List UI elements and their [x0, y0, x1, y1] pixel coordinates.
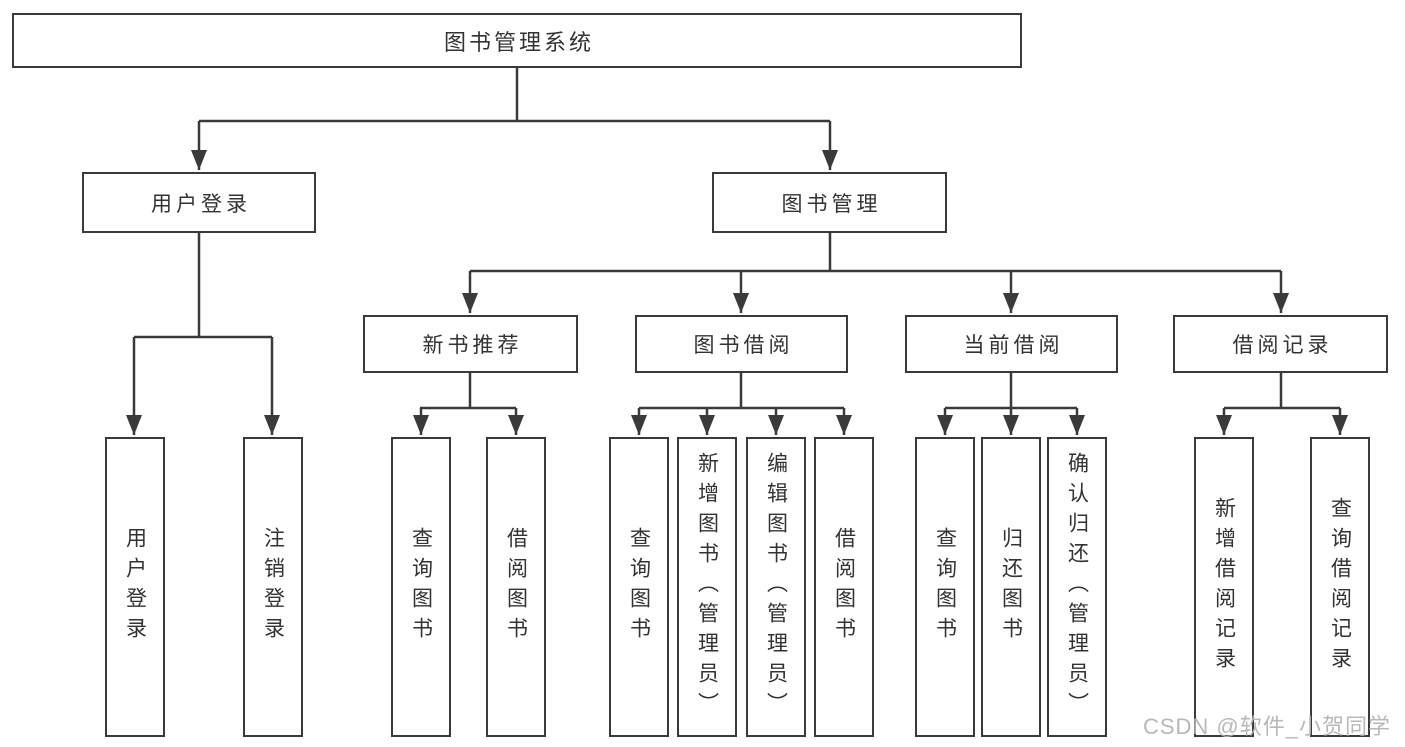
node-label: 借阅图书 [504, 527, 528, 647]
node-label: 新书推荐 [422, 334, 523, 357]
node-label: 确认归还（管理员） [1065, 452, 1089, 722]
node-label: 借阅图书 [832, 527, 856, 647]
leaf-query-books-current: 查询图书 [915, 437, 975, 737]
node-label: 用户登录 [151, 192, 251, 216]
leaf-borrow-books: 借阅图书 [814, 437, 874, 737]
node-label: 查询图书 [409, 527, 433, 647]
node-label: 新增借阅记录 [1212, 497, 1236, 677]
node-label: 新增图书（管理员） [695, 452, 719, 722]
node-label: 查询借阅记录 [1328, 497, 1352, 677]
node-user-login: 用户登录 [82, 172, 316, 233]
leaf-confirm-return-admin: 确认归还（管理员） [1047, 437, 1107, 737]
node-label: 图书管理系统 [443, 29, 594, 55]
node-label: 当前借阅 [963, 334, 1064, 357]
node-new-book-recommend: 新书推荐 [363, 315, 578, 373]
node-label: 注销登录 [261, 527, 285, 647]
leaf-query-borrow-record: 查询借阅记录 [1310, 437, 1370, 737]
leaf-add-borrow-record: 新增借阅记录 [1194, 437, 1254, 737]
leaf-add-books-admin: 新增图书（管理员） [677, 437, 737, 737]
node-label: 用户登录 [123, 527, 147, 647]
node-label: 查询图书 [933, 527, 957, 647]
leaf-user-login: 用户登录 [105, 437, 165, 737]
node-label: 借阅记录 [1232, 334, 1333, 357]
leaf-query-books-borrowing: 查询图书 [609, 437, 669, 737]
node-label: 编辑图书（管理员） [764, 452, 788, 722]
node-current-borrowing: 当前借阅 [905, 315, 1118, 373]
leaf-query-books-recommend: 查询图书 [391, 437, 451, 737]
node-borrowing-records: 借阅记录 [1173, 315, 1388, 373]
node-book-management: 图书管理 [712, 172, 947, 233]
leaf-logout: 注销登录 [243, 437, 303, 737]
node-label: 图书借阅 [693, 334, 794, 357]
leaf-return-books: 归还图书 [981, 437, 1041, 737]
node-book-borrowing: 图书借阅 [635, 315, 848, 373]
node-label: 查询图书 [627, 527, 651, 647]
node-library-management-system: 图书管理系统 [12, 13, 1022, 68]
node-label: 归还图书 [999, 527, 1023, 647]
leaf-edit-books-admin: 编辑图书（管理员） [746, 437, 806, 737]
leaf-borrow-books-recommend: 借阅图书 [486, 437, 546, 737]
node-label: 图书管理 [781, 192, 882, 216]
connector-trunks [134, 68, 1340, 410]
